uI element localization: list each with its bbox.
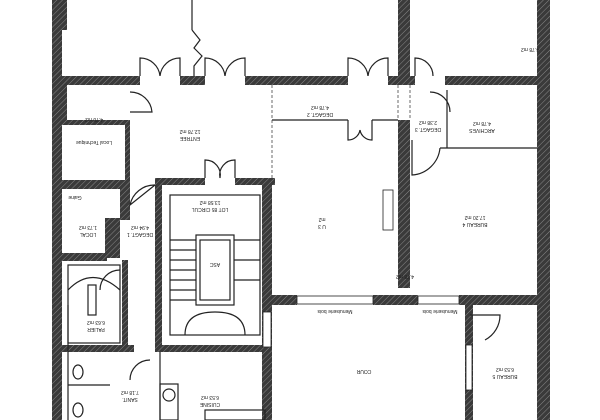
window-note-1: Menuiserie bois [317,308,353,314]
walls [52,0,550,420]
room-name-circul: LOT 85 CIRCUL [191,206,228,212]
staircase [67,194,261,344]
room-area-local: 1.73 m2 [79,224,97,230]
room-area-small: 4.78 m2 [85,116,103,122]
room-area-bureau-4: 17.20 m2 [464,214,485,220]
gaine-label: Gaine [68,194,82,200]
doors [99,57,501,381]
room-area-sanit: 7.18 m2 [121,389,139,395]
room-area-archives: 4.78 m2 [473,120,491,126]
room-name-palier: PALIER [87,326,105,332]
room-name-degagt-2: DEGAGT. 2 [307,111,333,117]
shaft-area: 4.78 m2 [396,273,414,279]
room-name-local: LOCAL [80,231,97,237]
room-name-archives: ARCHIVES [469,127,495,133]
top-right-shaft-area: 4.78 m2 [521,46,539,52]
room-area-u3: m2 [318,216,325,222]
room-name-degagt-3: DEGAGT. 3 [415,126,441,132]
windows [262,189,473,391]
room-name-cuisine: CUISINE [199,401,220,407]
room-area-circul: 13.58 m2 [199,199,220,205]
room-name-bureau-5: BUREAU 5 [492,373,517,379]
room-name-bureau-4: BUREAU 4 [462,221,487,227]
room-area-degagt-3: 2.38 m2 [419,119,437,125]
room-name-u3: U 3 [318,223,326,229]
room-area-cuisine: 6.53 m2 [201,394,219,400]
room-area-bureau-5: 6.53 m2 [496,366,514,372]
room-area-palier: 6.63 m2 [87,319,105,325]
window-note-2: Menuiserie bois [422,308,458,314]
room-area-degagt-2: 4.78 m2 [311,104,329,110]
room-name-cour: COUR [356,368,371,374]
room-name-local-technique: Local Technique [76,139,112,145]
room-name-sanit: SANIT. [122,396,138,402]
room-area-entree: 12.78 m2 [179,128,200,134]
room-name-asc: ASC [209,261,220,267]
room-area-degagt-1: 4.94 m2 [131,224,149,230]
room-name-entree: ENTREE [179,135,200,141]
room-name-degagt-1: DEGAGT. 1 [127,231,153,237]
fixtures [72,364,266,420]
